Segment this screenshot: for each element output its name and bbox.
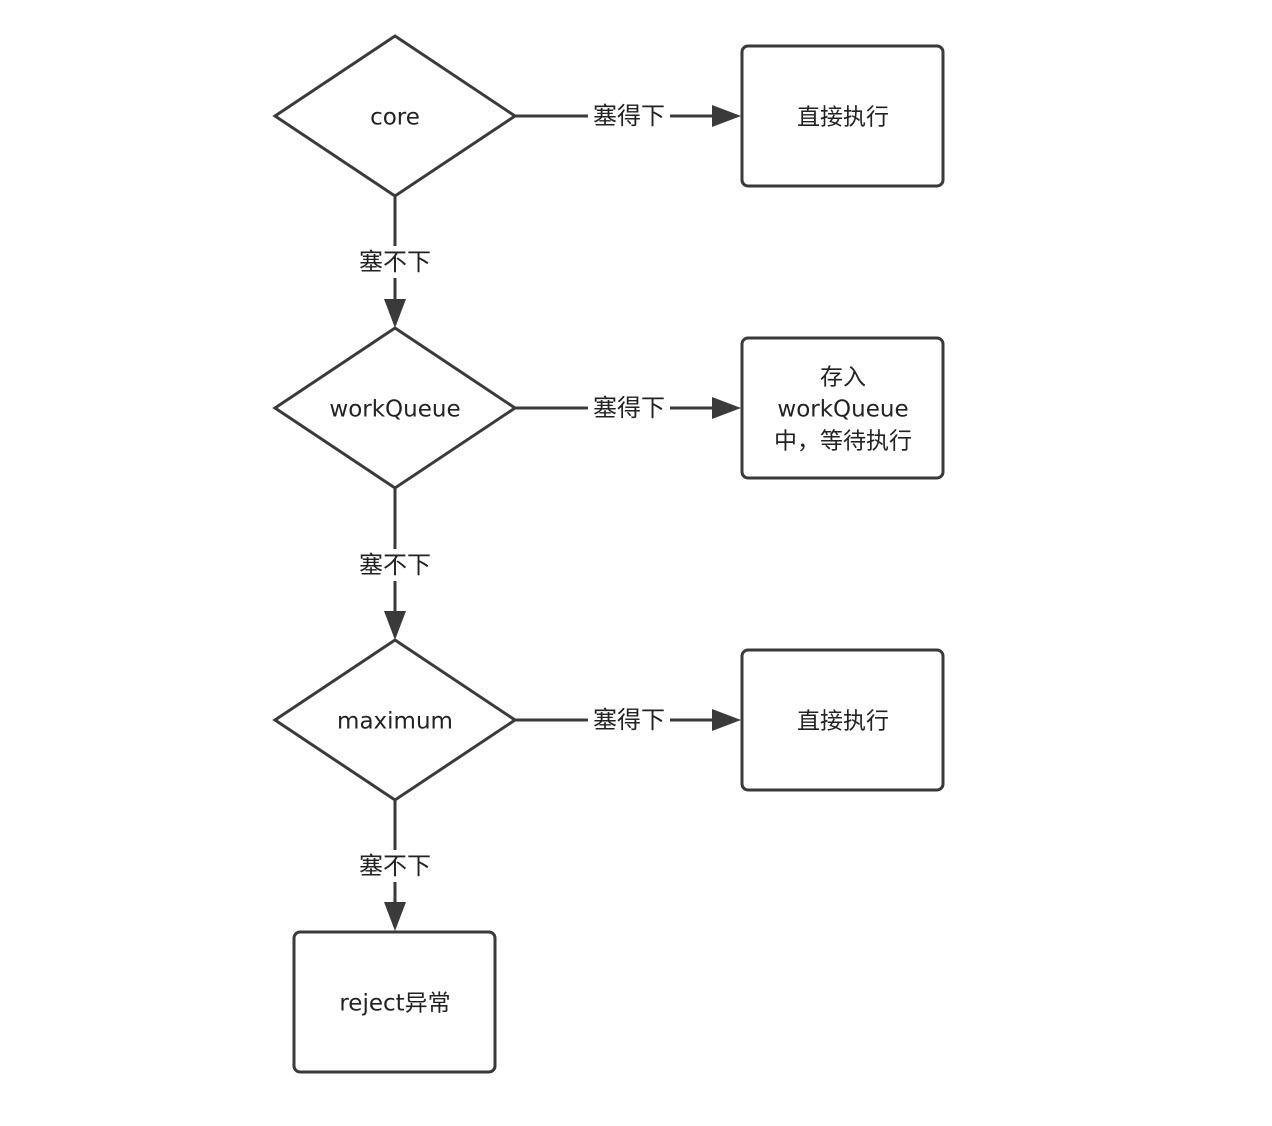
arrowhead-icon [712,105,741,127]
outcome-label-line-3: 中，等待执行 [774,429,912,455]
outcome-direct-execute-2[interactable]: 直接执行 [740,648,945,792]
arrowhead-icon [384,611,406,640]
edge-label: 塞不下 [359,852,431,880]
decision-core[interactable]: core [272,34,518,198]
outcome-label-line-2: workQueue [777,397,908,423]
decision-label: workQueue [329,397,460,423]
decision-label: maximum [337,709,453,735]
decision-maximum[interactable]: maximum [272,638,518,802]
edge-core-to-direct-1: 塞得下 [515,100,741,132]
arrowhead-icon [384,299,406,328]
outcome-label: 直接执行 [797,105,889,131]
decision-workqueue[interactable]: workQueue [272,326,518,490]
edge-label: 塞得下 [593,394,665,422]
arrowhead-icon [712,709,741,731]
outcome-store-in-queue[interactable]: 存入 workQueue 中，等待执行 [740,336,945,480]
outcome-reject-exception[interactable]: reject异常 [292,930,497,1074]
edge-core-to-workqueue: 塞不下 [354,196,436,328]
outcome-label: reject异常 [339,991,450,1017]
edge-label: 塞得下 [593,706,665,734]
outcome-label: 直接执行 [797,709,889,735]
decision-label: core [370,105,420,131]
edge-workqueue-to-maximum: 塞不下 [354,488,436,640]
edge-label: 塞不下 [359,551,431,579]
arrowhead-icon [384,902,406,931]
arrowhead-icon [712,397,741,419]
outcome-label-line-1: 存入 [820,365,866,391]
edge-workqueue-to-queue: 塞得下 [515,392,741,424]
edge-maximum-to-direct-2: 塞得下 [515,704,741,736]
edge-label: 塞不下 [359,248,431,276]
edge-maximum-to-reject: 塞不下 [354,800,436,931]
outcome-direct-execute-1[interactable]: 直接执行 [740,44,945,188]
edge-label: 塞得下 [593,102,665,130]
